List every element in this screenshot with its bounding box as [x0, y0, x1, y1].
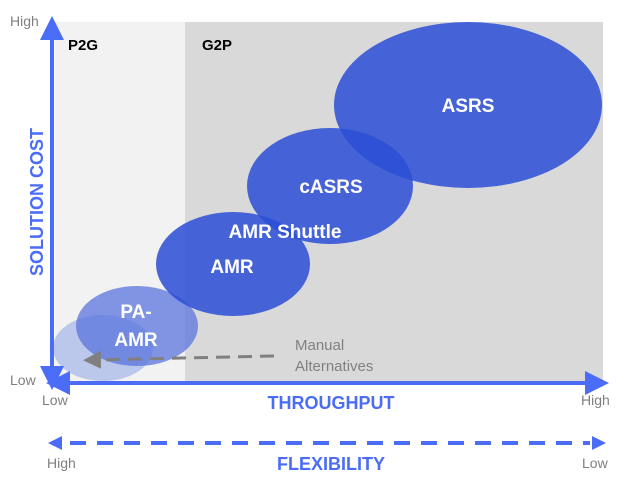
amr-shuttle-label: AMR Shuttle — [229, 222, 342, 243]
casrs-label: cASRS — [299, 177, 362, 198]
y-axis-high-label: High — [10, 13, 39, 29]
manual-label-line2: Alternatives — [295, 358, 373, 375]
flexibility-high-label: High — [47, 455, 76, 471]
p2g-label: P2G — [68, 37, 98, 54]
x-axis-high-label: High — [581, 392, 610, 408]
x-axis-title: THROUGHPUT — [268, 393, 395, 413]
y-axis-title: SOLUTION COST — [27, 128, 47, 276]
flexibility-left-arrowhead — [48, 436, 62, 450]
g2p-label: G2P — [202, 37, 232, 54]
asrs-bubble — [334, 22, 602, 188]
asrs-label: ASRS — [442, 96, 495, 117]
flexibility-low-label: Low — [582, 455, 609, 471]
pa-amr-label-line1: PA- — [120, 302, 151, 323]
amr-label: AMR — [210, 257, 254, 278]
flexibility-title: FLEXIBILITY — [277, 454, 385, 474]
y-axis-low-label: Low — [10, 372, 37, 388]
pa-amr-bubble — [76, 286, 198, 366]
manual-alternatives-arrow — [83, 350, 275, 369]
pa-amr-label-line2: AMR — [114, 330, 158, 351]
manual-label-line1: Manual — [295, 337, 344, 354]
x-axis-low-label: Low — [42, 392, 69, 408]
flexibility-right-arrowhead — [592, 436, 606, 450]
amr-bubble — [156, 212, 310, 316]
